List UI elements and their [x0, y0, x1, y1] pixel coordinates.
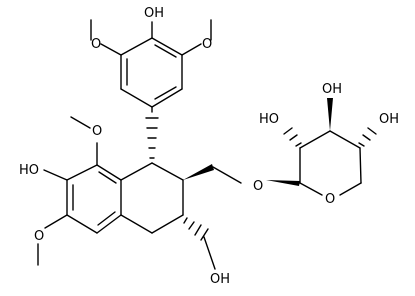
hydroxymethyl-oh-label: OH	[210, 272, 230, 287]
hashed-bond-sugar-oh-right	[358, 127, 377, 147]
sugar-oh-right-label: OH	[379, 112, 399, 127]
wedge-bond-c2-ch2	[183, 164, 214, 180]
bond-hydroxy-c7	[43, 169, 68, 181]
bond-methoxy-top-right	[181, 43, 202, 56]
hashed-bond-c1-aryl	[145, 106, 159, 159]
wedge-bond-sugar-oh-top	[327, 98, 333, 131]
methoxy-c8-label: O	[92, 124, 102, 139]
methoxy-c6-label: O	[34, 229, 44, 244]
bond-methoxy-top-left	[100, 43, 122, 56]
sugar-oh-top-label: OH	[322, 82, 342, 97]
phenol-oh-label: OH	[144, 6, 164, 21]
methoxy-top-right-label: O	[202, 37, 212, 52]
bond-ch2-glycosidic-o	[212, 166, 242, 184]
sugar-oh-left-label: HO	[259, 112, 279, 127]
bond-methyl-c8	[70, 116, 91, 129]
hashed-bond-c3-ch2oh	[183, 217, 209, 241]
methoxy-top-left-label: O	[91, 37, 101, 52]
hydroxy-c7-label: HO	[19, 163, 39, 178]
naphthalene-saturated-ring	[120, 162, 184, 234]
ring-o-label: O	[325, 192, 335, 207]
hashed-bond-sugar-oh-left	[283, 127, 302, 147]
bond-methoxy-c6	[44, 214, 68, 229]
top-aryl-ring	[120, 37, 183, 108]
naphthalene-aromatic-ring	[66, 164, 122, 234]
bond-ch2-oh	[203, 236, 216, 270]
wedge-bond-anomeric	[266, 180, 300, 186]
glycosidic-o-label: O	[253, 179, 263, 194]
sugar-ring	[299, 130, 362, 196]
